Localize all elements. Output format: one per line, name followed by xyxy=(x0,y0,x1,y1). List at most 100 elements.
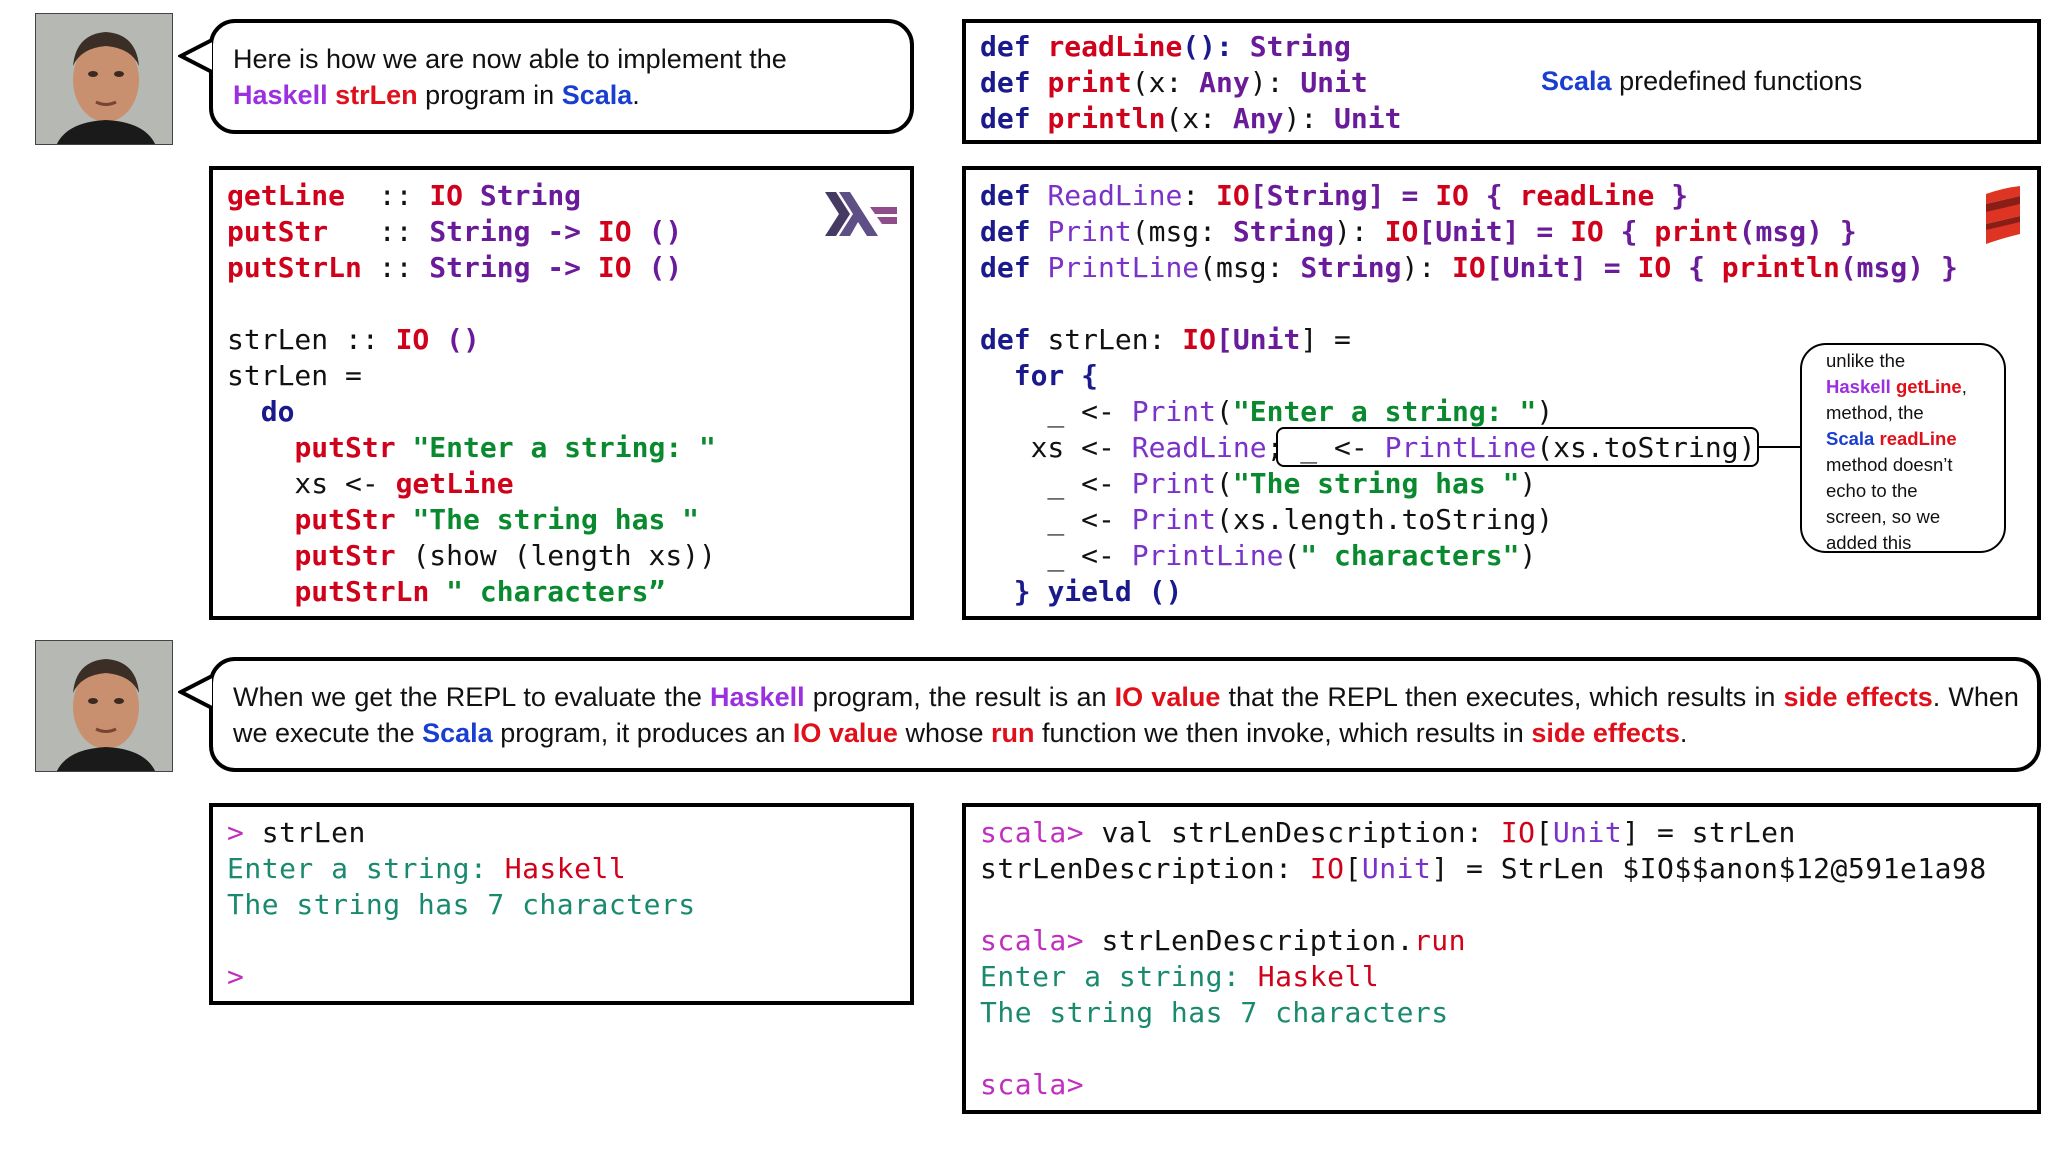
code-punct: ( xyxy=(1216,395,1233,428)
code-space xyxy=(463,179,480,212)
callout-line: echo to the xyxy=(1826,480,1918,501)
code-punct: (msg: xyxy=(1199,251,1301,284)
code-punct: ] = xyxy=(1300,323,1351,356)
hs-unit: () xyxy=(631,251,683,284)
scala-repl: scala> val strLenDescription: IO[Unit] =… xyxy=(980,815,1987,1103)
haskell-word: Haskell xyxy=(1826,376,1891,397)
repl-result: ] = StrLen $IO$$anon$12@591e1a98 xyxy=(1431,852,1987,885)
code-punct: : xyxy=(1182,179,1217,212)
sc-type-unit: Unit xyxy=(1232,323,1301,356)
code-brace: { xyxy=(1603,215,1655,248)
sc-fn-print-io: Print xyxy=(1131,395,1217,428)
hs-string-literal: "Enter a string: " xyxy=(412,431,716,464)
scala-word: Scala xyxy=(1541,66,1612,96)
hs-string-literal: "The string has " xyxy=(412,503,700,536)
haskell-code: getLine :: IO String putStr :: String ->… xyxy=(227,178,716,610)
callout-line: method, the xyxy=(1826,402,1924,423)
code-punct: :: xyxy=(345,179,430,212)
repl-command: strLenDescription. xyxy=(1084,924,1414,957)
kw-def: def xyxy=(980,102,1031,135)
repl-type-unit: Unit xyxy=(1552,816,1623,849)
prose-text: . When we execute the xyxy=(233,682,2019,748)
presenter-photo-bottom xyxy=(35,640,173,772)
code-bind: ; _ <- xyxy=(1266,431,1385,464)
strlen-word: strLen xyxy=(335,80,418,110)
sc-fn-print: print xyxy=(1654,215,1739,248)
code-punct: ( xyxy=(1216,467,1233,500)
code-punct: ] = xyxy=(1502,215,1571,248)
hs-fn-getline: getLine xyxy=(395,467,514,500)
sc-type-io: IO xyxy=(1216,179,1250,212)
sc-type-io: IO xyxy=(1182,323,1217,356)
top-bubble-text: Here is how we are now able to implement… xyxy=(233,41,893,113)
hs-fn-putstr: putStr xyxy=(227,215,329,248)
sc-type-string: String xyxy=(1232,215,1335,248)
code-punct: ] = xyxy=(1570,251,1638,284)
code-punct: (xs.toString) xyxy=(1536,431,1756,464)
predefined-label: Scala predefined functions xyxy=(1541,66,1862,97)
hs-fn-putstrln: putStrLn xyxy=(294,575,430,608)
type-any: Any xyxy=(1232,102,1284,135)
code-punct: (x: xyxy=(1131,66,1200,99)
code-bind: _ <- xyxy=(980,467,1132,500)
code-punct: ] = xyxy=(1367,179,1436,212)
code-punct: ): xyxy=(1283,102,1335,135)
sc-string-literal: "The string has " xyxy=(1232,467,1520,500)
prose-text: program, the result is an xyxy=(812,682,1107,712)
prose-text: When we get the REPL to evaluate the xyxy=(233,682,702,712)
fn-println: println xyxy=(1047,102,1166,135)
repl-user-input: Haskell xyxy=(504,852,627,885)
code-punct: ( xyxy=(1283,539,1301,572)
code-bracket: [ xyxy=(1249,179,1267,212)
sc-type-unit: Unit xyxy=(1435,215,1503,248)
code-punct: :: xyxy=(361,251,430,284)
code-punct: ): xyxy=(1249,66,1301,99)
bottom-speech-bubble: When we get the REPL to evaluate the Has… xyxy=(209,657,2041,772)
callout-line: screen, so we xyxy=(1826,506,1941,527)
repl-prompt: > xyxy=(227,816,245,849)
predefined-code: def readLine(): String def print(x: Any)… xyxy=(980,29,1401,137)
sc-type-io: IO xyxy=(1435,179,1469,212)
code-indent xyxy=(227,431,294,464)
code-brace: { xyxy=(1671,251,1722,284)
type-any: Any xyxy=(1199,66,1250,99)
code-brace: { xyxy=(1468,179,1520,212)
sc-fn-printline-io: PrintLine xyxy=(1384,431,1537,464)
repl-prompt: > xyxy=(227,960,245,993)
code-brace: } xyxy=(980,575,1048,608)
sc-type-string: String xyxy=(1300,251,1402,284)
code-space xyxy=(396,431,413,464)
repl-command: val strLenDescription: xyxy=(1084,816,1501,849)
prose-text: program, it produces an xyxy=(500,718,786,748)
kw-def: def xyxy=(980,323,1048,356)
hs-type-io: IO xyxy=(429,179,464,212)
hs-type-io: IO xyxy=(597,215,632,248)
code-punct: ) xyxy=(1519,467,1537,500)
haskell-repl-box: > strLen Enter a string: Haskell The str… xyxy=(209,803,914,1005)
code-punct: ): xyxy=(1401,251,1453,284)
sc-fn-readline: readLine xyxy=(1519,179,1655,212)
callout-bubble: unlike the Haskell getLine, method, the … xyxy=(1800,343,2006,553)
io-value-word: IO value xyxy=(792,718,898,748)
code-bind: _ <- xyxy=(980,539,1132,572)
readline-word: readLine xyxy=(1879,428,1957,449)
callout-line: method doesn’t xyxy=(1826,454,1953,475)
top-speech-bubble: Here is how we are now able to implement… xyxy=(209,19,914,134)
type-unit: Unit xyxy=(1300,66,1368,99)
repl-prompt: scala> xyxy=(980,1068,1085,1101)
haskell-repl: > strLen Enter a string: Haskell The str… xyxy=(227,815,696,995)
type-unit: Unit xyxy=(1334,102,1402,135)
code-space xyxy=(429,575,446,608)
repl-type-unit: Unit xyxy=(1361,852,1432,885)
fn-readline: readLine xyxy=(1047,30,1183,63)
code-punct: ) xyxy=(1536,395,1554,428)
kw-def: def xyxy=(980,30,1031,63)
hs-fn-putstrln: putStrLn xyxy=(227,251,362,284)
type-string: String xyxy=(1249,30,1351,63)
run-word: run xyxy=(991,718,1035,748)
code-space xyxy=(396,503,413,536)
haskell-code-box: getLine :: IO String putStr :: String ->… xyxy=(209,166,914,620)
code-punct: ) xyxy=(1519,539,1537,572)
repl-type-io: IO xyxy=(1309,852,1345,885)
io-value-word: IO value xyxy=(1114,682,1221,712)
